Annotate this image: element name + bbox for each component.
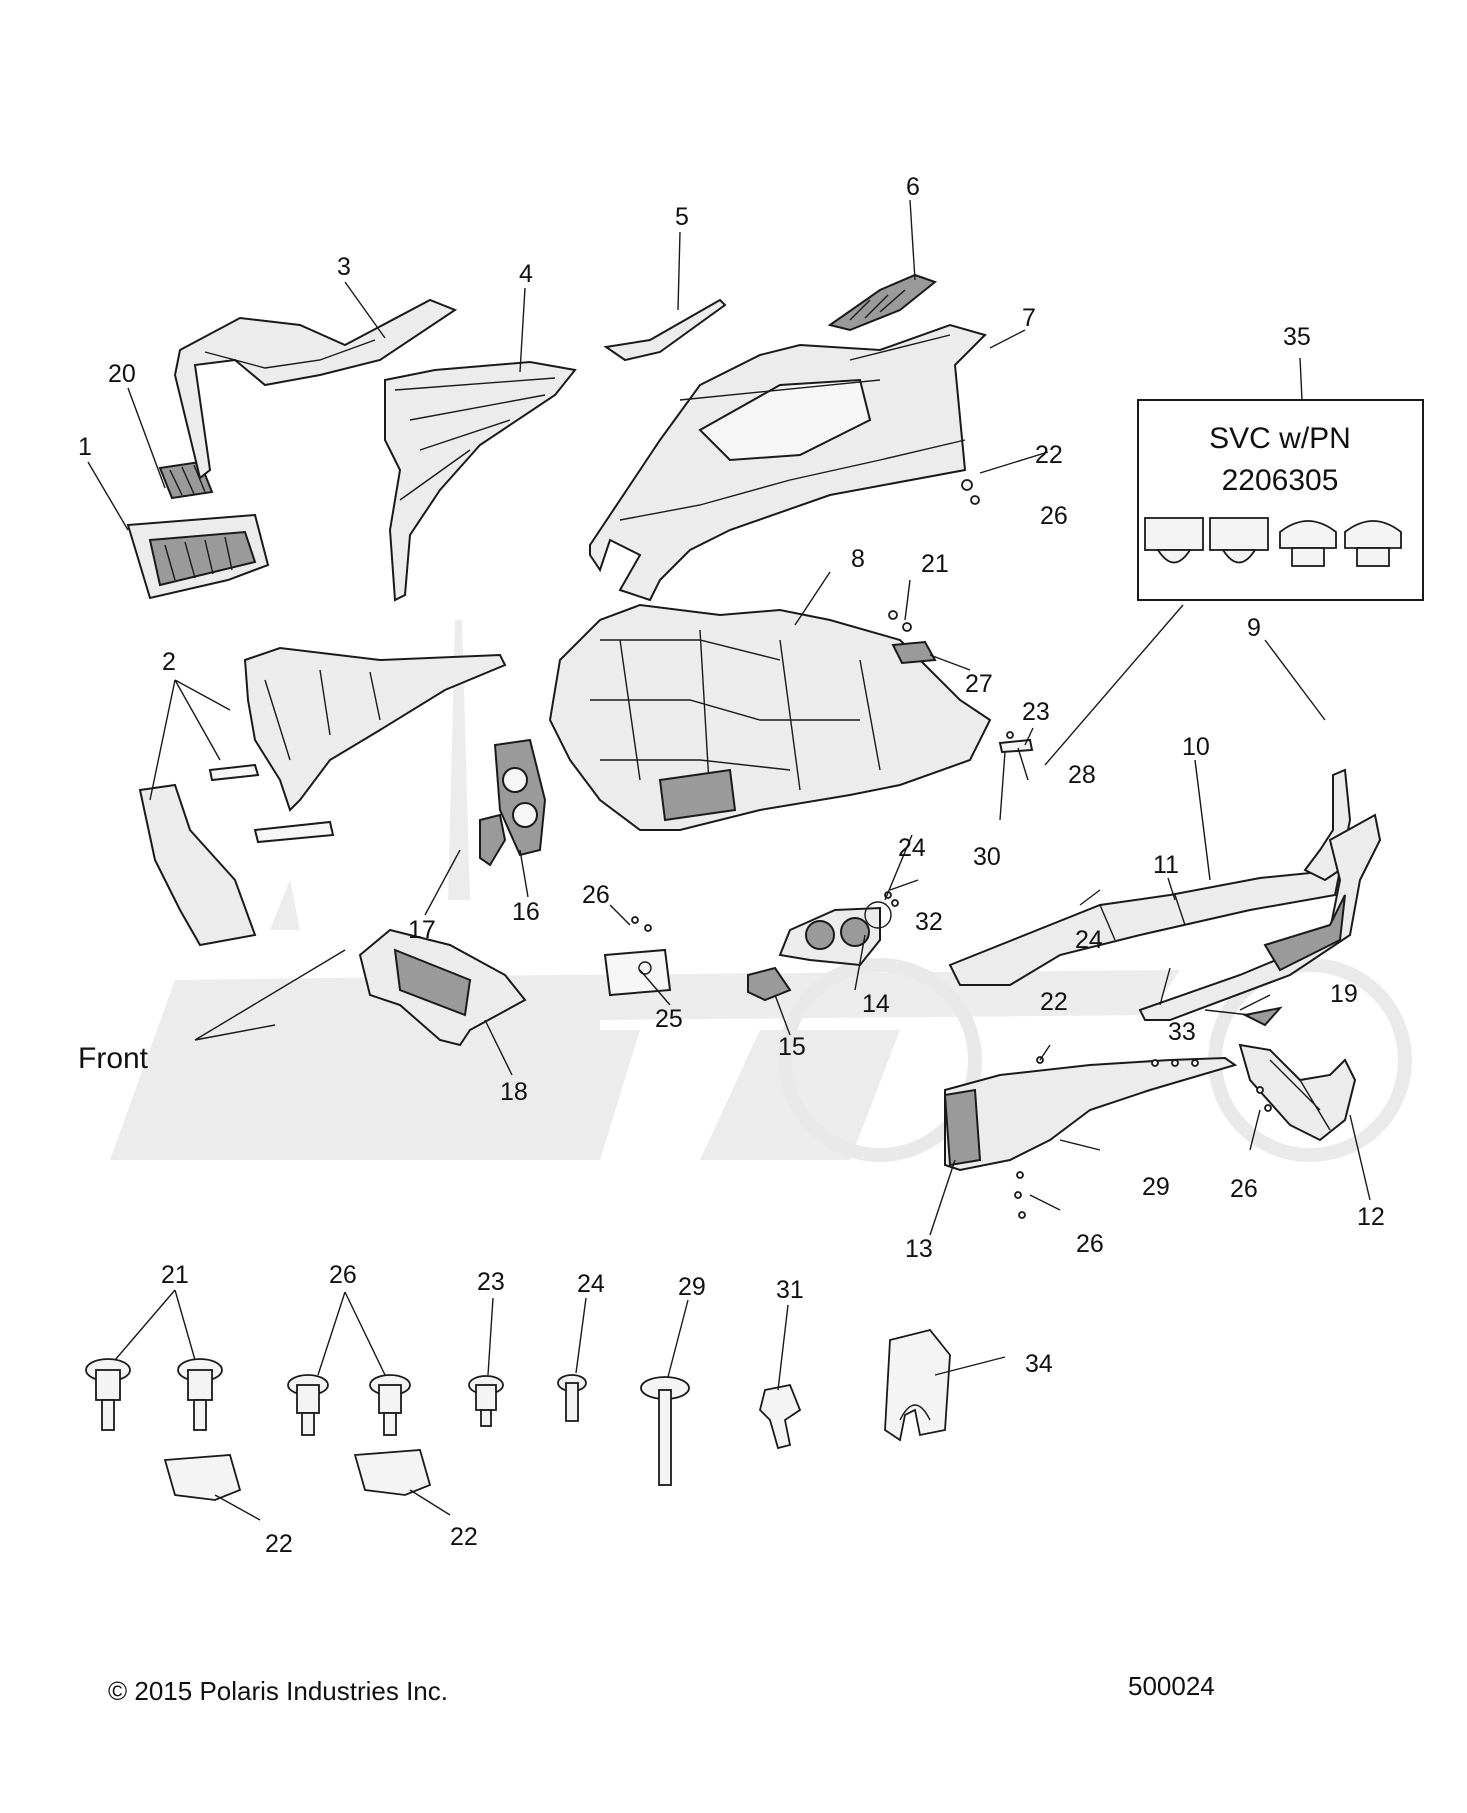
part-14-light-housing <box>778 906 881 967</box>
part-12-right-front-panel <box>1238 1043 1357 1142</box>
callout-26-hardware: 26 <box>329 1261 357 1289</box>
callout-23-hardware: 23 <box>477 1268 505 1296</box>
callout-21-hardware: 21 <box>161 1261 189 1289</box>
part-25-plate <box>603 948 672 997</box>
hardware-31-clip <box>759 1383 802 1450</box>
front-label: Front <box>78 1042 149 1075</box>
part-19-vent <box>1241 1006 1283 1027</box>
part-11-rear-side-panel <box>1138 813 1382 1021</box>
callout-31: 31 <box>776 1276 804 1304</box>
part-1-front-grille <box>126 513 270 600</box>
callout-21-top: 21 <box>921 550 949 578</box>
hardware-29-bolt <box>640 1376 690 1486</box>
callout-22-right: 22 <box>1040 988 1068 1016</box>
part-28-plate <box>998 738 1034 754</box>
watermark-logo <box>110 620 1412 1162</box>
callout-18: 18 <box>500 1078 528 1106</box>
callout-24-top: 24 <box>898 834 926 862</box>
callout-26-bottom: 26 <box>1076 1230 1104 1258</box>
callout-2: 2 <box>162 648 176 676</box>
leader-lines <box>87 199 1371 1521</box>
callout-16: 16 <box>512 898 540 926</box>
svc-bumpers <box>1144 517 1402 567</box>
callout-22-top: 22 <box>1035 441 1063 469</box>
part-6-top-vent <box>827 273 938 332</box>
callout-26-mid: 26 <box>582 881 610 909</box>
callout-7: 7 <box>1022 304 1036 332</box>
callout-29-hardware: 29 <box>678 1273 706 1301</box>
callout-33: 33 <box>1168 1018 1196 1046</box>
callout-28: 28 <box>1068 761 1096 789</box>
callout-25: 25 <box>655 1005 683 1033</box>
callout-6: 6 <box>906 173 920 201</box>
callout-26-top: 26 <box>1040 502 1068 530</box>
callout-26-right: 26 <box>1230 1175 1258 1203</box>
callout-35: 35 <box>1283 323 1311 351</box>
part-7-main-hood <box>589 323 987 602</box>
callout-3: 3 <box>337 253 351 281</box>
callout-13: 13 <box>905 1235 933 1263</box>
callout-34: 34 <box>1025 1350 1053 1378</box>
part-27-bracket <box>891 640 937 665</box>
callout-32: 32 <box>915 908 943 936</box>
hardware-21-screws <box>85 1358 223 1431</box>
callout-24-right: 24 <box>1075 926 1103 954</box>
hardware-23-screw <box>468 1375 504 1427</box>
callout-22-clip-right: 22 <box>450 1523 478 1551</box>
part-2-left-side-panel <box>138 646 507 947</box>
part-5-top-strip <box>603 298 727 362</box>
hardware-22-clips <box>163 1449 432 1501</box>
callout-27: 27 <box>965 670 993 698</box>
hardware-24-screw <box>557 1374 587 1422</box>
callout-15: 15 <box>778 1033 806 1061</box>
callout-10: 10 <box>1182 733 1210 761</box>
part-3-hood-trim <box>173 298 458 480</box>
callout-4: 4 <box>519 260 533 288</box>
callout-14: 14 <box>862 990 890 1018</box>
callout-29-right: 29 <box>1142 1173 1170 1201</box>
part-18-front-bumper <box>358 928 527 1047</box>
callout-20: 20 <box>108 360 136 388</box>
callout-11: 11 <box>1153 851 1179 879</box>
part-8-frame <box>548 603 992 831</box>
callout-23-top: 23 <box>1022 698 1050 726</box>
svc-title-line1: SVC w/PN <box>1209 422 1351 455</box>
hardware-34-edge-trim <box>884 1328 951 1442</box>
callout-1: 1 <box>78 433 92 461</box>
callout-12: 12 <box>1357 1203 1385 1231</box>
fasteners-scattered <box>631 479 1272 1219</box>
part-17-bracket <box>479 813 507 867</box>
callout-19: 19 <box>1330 980 1358 1008</box>
callout-30: 30 <box>973 843 1001 871</box>
callout-9: 9 <box>1247 614 1261 642</box>
diagram-number: 500024 <box>1128 1671 1215 1701</box>
callout-22-clip-left: 22 <box>265 1530 293 1558</box>
part-10-right-rail <box>948 868 1342 986</box>
callout-8: 8 <box>851 545 865 573</box>
callout-5: 5 <box>675 203 689 231</box>
part-4-left-panel <box>384 360 577 602</box>
part-32-ring <box>864 901 892 929</box>
hardware-26-screws <box>287 1374 411 1436</box>
copyright-text: © 2015 Polaris Industries Inc. <box>108 1676 448 1706</box>
svc-box <box>1137 399 1424 601</box>
part-16-headlight-housing <box>493 738 547 857</box>
svc-title-line2: 2206305 <box>1222 464 1339 497</box>
part-13-lower-side-panel <box>943 1056 1238 1172</box>
callout-24-hardware: 24 <box>577 1270 605 1298</box>
callout-17: 17 <box>408 916 436 944</box>
part-15-bracket <box>747 966 792 1002</box>
